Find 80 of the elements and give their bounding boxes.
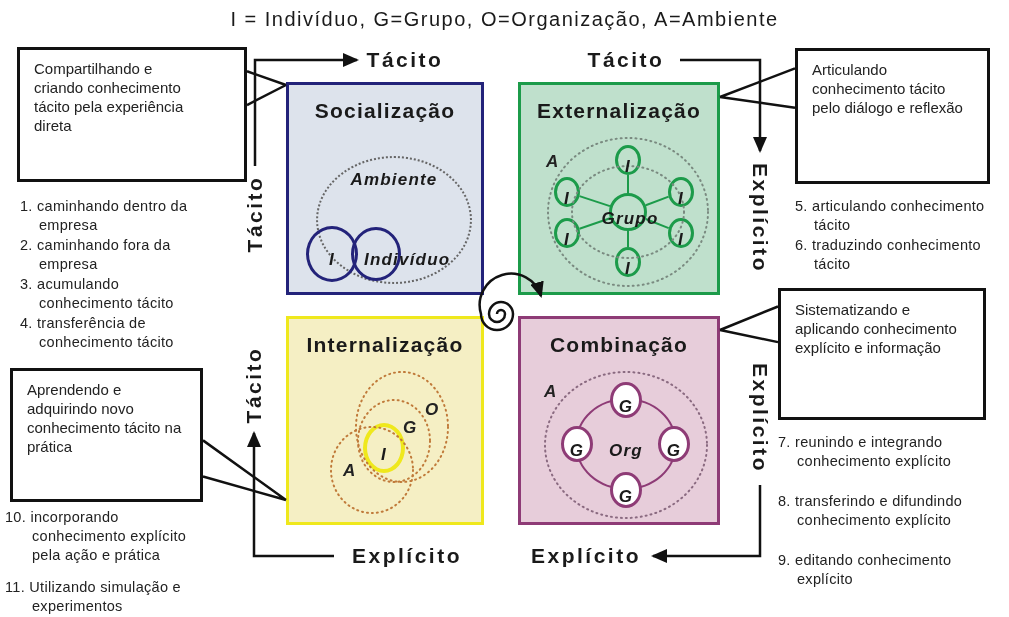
callout-text: Aprendendo e adquirindo novo conhecimento tácito na prática	[27, 380, 183, 456]
callout-box	[17, 47, 247, 182]
quadrant-title: Internalização	[305, 333, 465, 357]
axis-label: Tácito	[578, 47, 674, 73]
callout-text: Compartilhando e criando conhecimento tácito pela experiência direta	[34, 59, 185, 135]
list-item: 1. caminhando dentro da empresa	[20, 197, 189, 235]
circle-label: G	[666, 441, 682, 461]
connector-line	[578, 195, 611, 208]
circle-label: I	[564, 230, 570, 250]
circle-label: G	[569, 441, 585, 461]
circle-label: I	[625, 157, 631, 177]
arrow	[247, 431, 334, 558]
connector-line	[644, 195, 670, 207]
callout-box	[10, 368, 203, 502]
circle-node	[554, 177, 580, 207]
callout-pointer	[718, 67, 797, 110]
circle-node	[306, 226, 358, 282]
axis-label: Explícito	[340, 543, 474, 569]
quadrant-title: Externalização	[536, 99, 702, 123]
list-item: 8. transferindo e difundindo conhecimento explícito	[778, 492, 964, 530]
ring-label: Org	[609, 441, 643, 461]
circle-node	[610, 472, 642, 508]
callout-box	[778, 288, 986, 420]
connector-line	[627, 174, 629, 194]
arrow	[253, 53, 359, 166]
circle-label: G	[618, 397, 634, 417]
circle-label: I	[678, 230, 684, 250]
letter-label: G	[403, 418, 417, 438]
circle-label: I	[625, 259, 631, 279]
list-item: 2. caminhando fora da empresa	[20, 236, 172, 274]
callout-pointer	[201, 439, 288, 502]
axis-label: Explícito	[747, 351, 773, 485]
quadrant-panel	[518, 82, 720, 295]
circle-node	[615, 247, 641, 277]
connector-line	[578, 217, 612, 230]
letter-label: A	[546, 152, 559, 172]
ellipse-label: Ambiente	[349, 170, 439, 190]
callout-text: Articulando conhecimento tácito pelo diálogo e reflexão	[812, 60, 964, 117]
arrow	[651, 485, 762, 563]
quadrant-panel	[518, 316, 720, 525]
callout-text: Sistematizando e aplicando conhecimento explícito e informação	[795, 300, 958, 357]
circle-node	[668, 177, 694, 207]
list-item: 7. reunindo e integrando conhecimento explícito	[778, 433, 953, 471]
letter-label: O	[425, 400, 439, 420]
arrow	[680, 58, 767, 153]
axis-label: Tácito	[241, 337, 267, 433]
quadrant-title: Socialização	[313, 99, 457, 123]
list-item: 6. traduzindo conhecimento tácito	[795, 236, 982, 274]
circle-node	[610, 382, 642, 418]
circle-label: I	[678, 189, 684, 209]
callout-pointer	[245, 70, 288, 107]
circle-node	[668, 218, 694, 248]
circle-node	[561, 426, 593, 462]
list-item: 5. articulando conhecimento tácito	[795, 197, 986, 235]
circle-node	[615, 145, 641, 175]
list-item: 4. transferência de conhecimento tácito	[20, 314, 175, 352]
list-item: 11. Utilizando simulação e experimentos	[5, 578, 182, 616]
callout-box	[795, 48, 990, 184]
callout-pointer	[718, 305, 780, 344]
list-item: 10. incorporando conhecimento explícito pela ação e prática	[5, 508, 188, 565]
circle-label: G	[618, 487, 634, 507]
quadrant-panel	[286, 82, 484, 295]
axis-label: Explícito	[519, 543, 653, 569]
axis-label: Tácito	[242, 166, 268, 262]
circle-node	[554, 218, 580, 248]
circle-label: I	[329, 250, 335, 270]
axis-label: Explícito	[747, 151, 773, 285]
quadrant-title: Combinação	[549, 333, 689, 357]
connector-line	[627, 230, 629, 248]
circle-label: I	[381, 445, 387, 465]
quadrant-panel	[286, 316, 484, 525]
diagram-title: I = Indivíduo, G=Grupo, O=Organização, A=Ambiente	[229, 8, 780, 31]
letter-label: A	[544, 382, 557, 402]
circle-node	[363, 423, 405, 473]
axis-label: Tácito	[357, 47, 453, 73]
circle-label: I	[564, 189, 570, 209]
list-item: 9. editando conhecimento explícito	[778, 551, 953, 589]
letter-label: A	[343, 461, 356, 481]
circle-node	[658, 426, 690, 462]
list-item: 3. acumulando conhecimento tácito	[20, 275, 175, 313]
